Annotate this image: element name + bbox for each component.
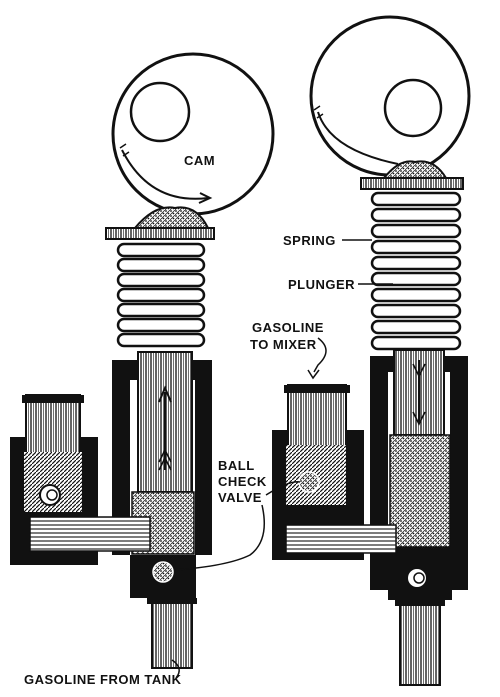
- right-side-branch: [272, 384, 397, 560]
- gasoline-to-mixer-label-line2: TO MIXER: [250, 337, 317, 352]
- left-plunger-head: [132, 206, 210, 229]
- plunger-label: PLUNGER: [288, 277, 355, 292]
- ball-check-valve-label-line1: BALL: [218, 458, 255, 473]
- right-pump-housing: [370, 349, 468, 686]
- ball-check-valve-leader-left: [174, 504, 265, 571]
- left-pump: [10, 52, 275, 669]
- gasoline-from-tank-leader: [171, 659, 180, 679]
- left-pump-housing: [112, 351, 212, 669]
- ball-check-valve-leader-right: [265, 481, 301, 496]
- gasoline-from-tank-label: GASOLINE FROM TANK: [24, 672, 182, 687]
- left-side-branch: [10, 394, 151, 565]
- right-spring-collar: [360, 177, 464, 190]
- cam-label: CAM: [184, 153, 215, 168]
- right-spring: [370, 191, 462, 351]
- right-cam: [309, 15, 471, 177]
- ball-check-valve-label-line3: VALVE: [218, 490, 262, 505]
- annotations: CAM SPRING PLUNGER GASOLINE TO MIXER BAL…: [24, 153, 393, 687]
- right-pump: [272, 15, 471, 686]
- right-plunger-head: [381, 160, 448, 179]
- gasoline-to-mixer-leader: [313, 337, 327, 373]
- left-spring: [116, 242, 206, 348]
- ball-check-valve-label-line2: CHECK: [218, 474, 267, 489]
- left-spring-collar: [105, 227, 215, 240]
- spring-label: SPRING: [283, 233, 336, 248]
- left-cam: [111, 52, 275, 216]
- gasoline-to-mixer-label-line1: GASOLINE: [252, 320, 324, 335]
